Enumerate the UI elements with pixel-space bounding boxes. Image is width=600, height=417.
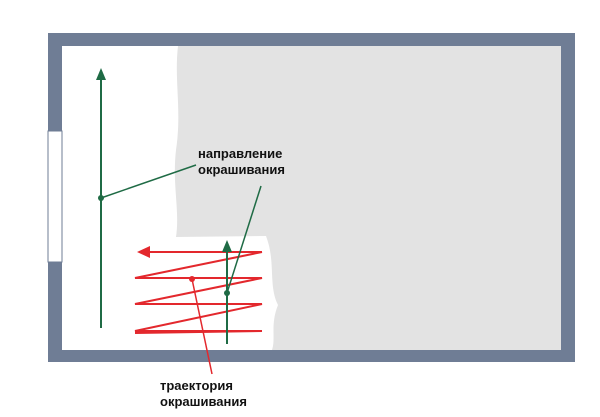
direction-arrowhead-left xyxy=(96,68,106,80)
label-trajectory-line1: траектория xyxy=(160,378,233,393)
label-direction-line2: окрашивания xyxy=(198,162,285,177)
label-painting-direction: направление окрашивания xyxy=(198,146,285,178)
label-painting-trajectory: траектория окрашивания xyxy=(160,378,247,410)
direction-dot-2 xyxy=(224,290,230,296)
door-opening xyxy=(47,130,63,263)
direction-arrowhead-center xyxy=(222,240,232,252)
trajectory-leader xyxy=(191,278,213,375)
trajectory-dot xyxy=(189,276,195,282)
direction-leader-2 xyxy=(226,185,262,294)
trajectory-arrowhead xyxy=(137,246,150,258)
label-direction-line1: направление xyxy=(198,146,283,161)
painted-area xyxy=(62,46,278,350)
label-trajectory-line2: окрашивания xyxy=(160,394,247,409)
direction-leader-1 xyxy=(100,164,197,199)
trajectory-zigzag xyxy=(134,251,263,334)
direction-dot-1 xyxy=(98,195,104,201)
